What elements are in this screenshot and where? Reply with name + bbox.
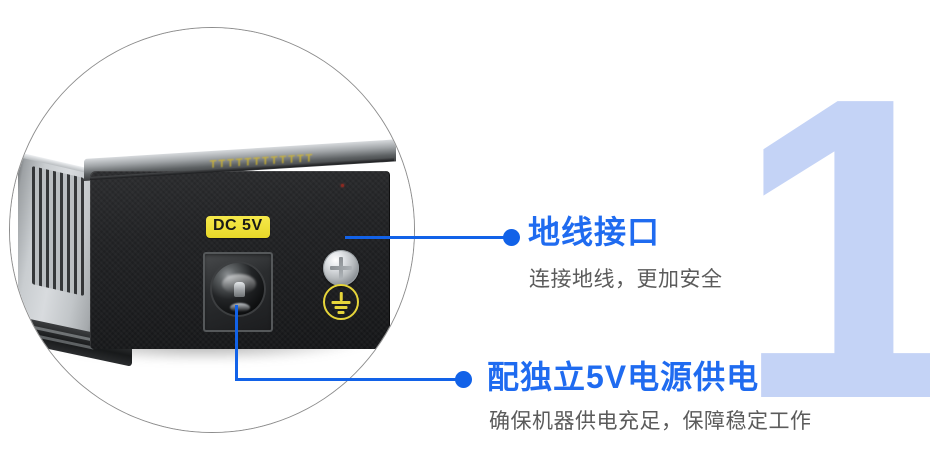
callout-dot-power bbox=[455, 371, 472, 388]
earth-symbol-bar-2 bbox=[334, 306, 348, 309]
product-photo: TTTTTTTTTTTT DC 5V bbox=[10, 28, 414, 432]
dc-jack-lower-highlight bbox=[230, 303, 250, 312]
dc-power-jack bbox=[203, 252, 273, 332]
callout-line-power-vertical bbox=[235, 305, 238, 381]
dc-jack-center-pin bbox=[234, 282, 245, 297]
callout-line-power-horizontal bbox=[235, 378, 460, 381]
earth-symbol-bar-3 bbox=[337, 311, 345, 314]
callout-line-ground-port bbox=[345, 236, 505, 239]
earth-ground-symbol bbox=[323, 284, 359, 320]
step-number-watermark: 1 bbox=[734, 9, 930, 464]
callout-title-power: 配独立5V电源供电 bbox=[487, 359, 760, 395]
callout-title-ground-port: 地线接口 bbox=[528, 214, 661, 250]
callout-subtitle-ground-port: 连接地线，更加安全 bbox=[529, 268, 723, 291]
product-photo-circle: TTTTTTTTTTTT DC 5V bbox=[10, 28, 414, 432]
earth-symbol-bar-1 bbox=[331, 301, 351, 304]
callout-subtitle-power: 确保机器供电充足，保障稳定工作 bbox=[489, 410, 812, 433]
ground-screw bbox=[323, 250, 359, 286]
led-indicator bbox=[341, 184, 344, 187]
earth-symbol-stem bbox=[339, 292, 343, 301]
dc-5v-label: DC 5V bbox=[206, 216, 270, 238]
callout-dot-ground-port bbox=[503, 229, 520, 246]
dc-jack-barrel-icon bbox=[210, 261, 266, 317]
ventilation-slots-icon bbox=[32, 165, 84, 296]
